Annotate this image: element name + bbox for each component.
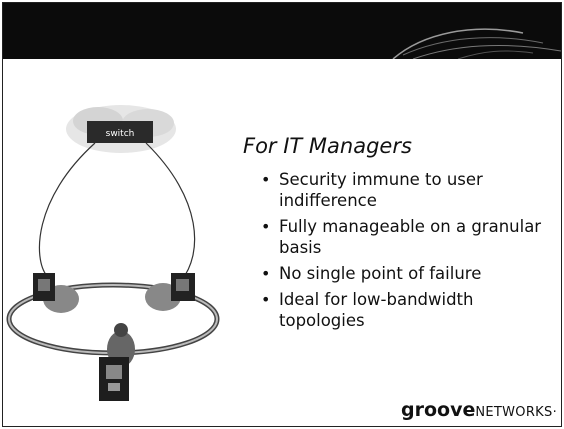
bullet-dot: •: [261, 170, 271, 189]
bullet-text: Security immune to user indifference: [279, 170, 483, 210]
bullet-text: Ideal for low-bandwidth topologies: [279, 290, 474, 330]
switch-icon: [87, 121, 153, 143]
header-swoosh-graphic: [392, 28, 561, 59]
bullet-dot: •: [261, 264, 271, 283]
bullet-item: • No single point of failure: [261, 263, 551, 284]
peer-node-left-icon: [33, 273, 79, 313]
logo-mark: ·: [552, 405, 557, 420]
bullet-item: • Ideal for low-bandwidth topologies: [261, 289, 551, 331]
bullet-item: • Security immune to user indifference: [261, 169, 551, 211]
bullet-list: • Security immune to user indifference •…: [261, 169, 551, 336]
peer-node-bottom-icon: [99, 323, 135, 401]
bullet-text: No single point of failure: [279, 264, 482, 283]
groove-networks-logo: grooveNETWORKS·: [401, 399, 557, 421]
bullet-dot: •: [261, 217, 271, 236]
peer-node-right-icon: [145, 273, 195, 311]
bullet-dot: •: [261, 290, 271, 309]
bullet-item: • Fully manageable on a granular basis: [261, 216, 551, 258]
slide-title: For IT Managers: [243, 134, 412, 158]
bullet-text: Fully manageable on a granular basis: [279, 217, 542, 257]
network-ring-illustration: switch: [6, 105, 220, 401]
logo-suffix: NETWORKS: [475, 405, 553, 420]
logo-prefix: groove: [401, 399, 476, 421]
switch-label: switch: [106, 129, 135, 139]
header-band: [3, 3, 561, 59]
